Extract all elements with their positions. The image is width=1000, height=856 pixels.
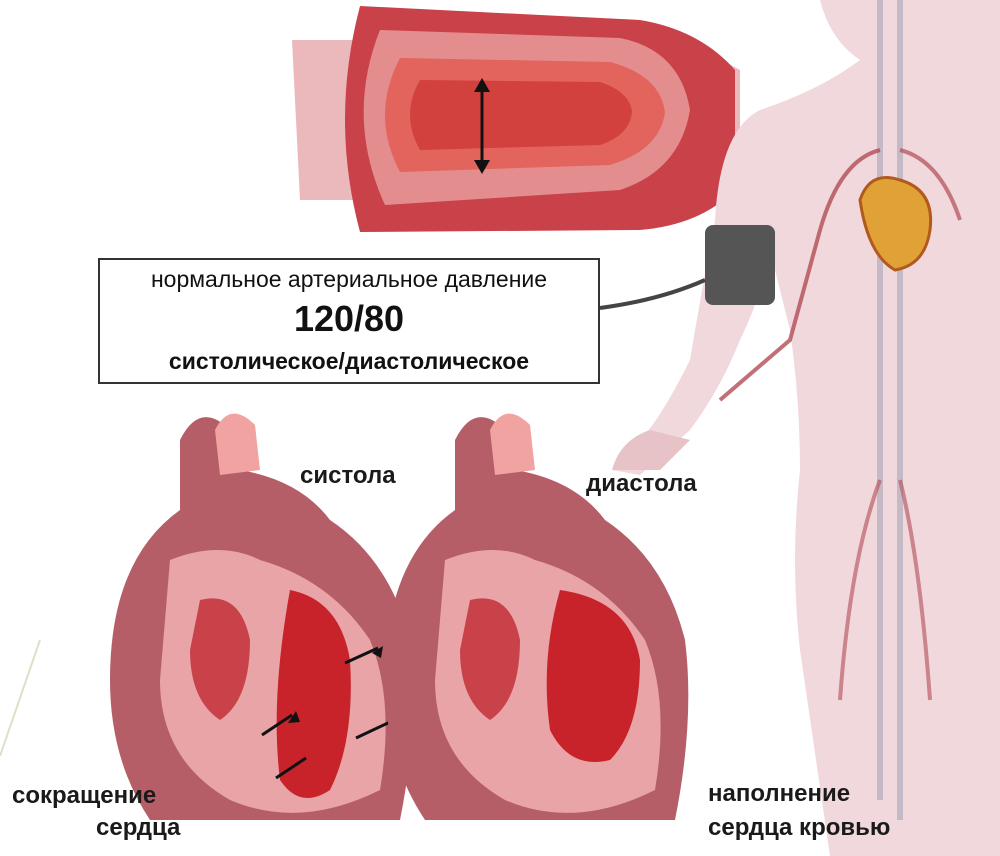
bp-cuff — [705, 225, 775, 305]
label-diastole: диастола — [586, 470, 697, 498]
bp-value: 120/80 — [100, 298, 598, 340]
label-systole: систола — [300, 462, 396, 490]
bp-subtitle: систолическое/диастолическое — [100, 348, 598, 375]
label-filling-2: сердца кровью — [708, 814, 890, 842]
cuff-tube — [600, 280, 705, 308]
label-filling-1: наполнение — [708, 780, 850, 808]
blood-pressure-box: нормальное артериальное давление 120/80 … — [98, 258, 600, 384]
artery-section — [292, 6, 740, 232]
label-contraction-2: сердца — [96, 814, 180, 842]
decorative-line — [0, 640, 40, 756]
bp-title: нормальное артериальное давление — [100, 266, 598, 293]
label-contraction-1: сокращение — [12, 782, 156, 810]
